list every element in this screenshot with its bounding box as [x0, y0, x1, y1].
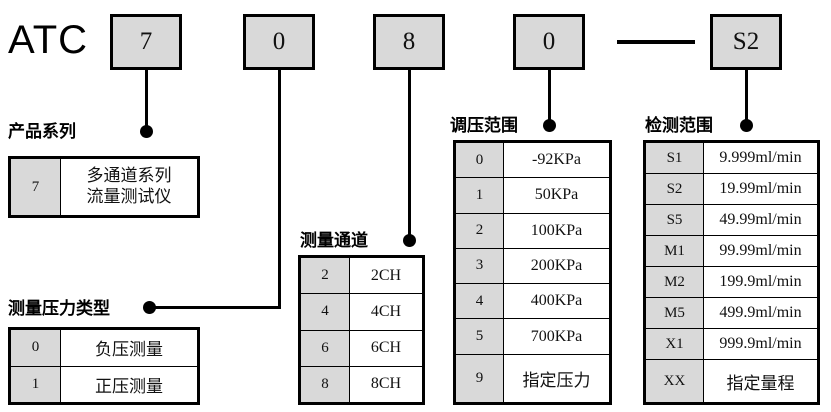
channel-value-cell-3: 8CH	[349, 365, 423, 404]
channel-value-cell-2: 6CH	[349, 329, 423, 367]
detection-range-code-cell-7: XX	[645, 359, 704, 403]
table-row: M1 99.99ml/min	[645, 235, 818, 268]
pressure-range-code-cell-3: 3	[455, 247, 504, 285]
connector-detection-range-line	[745, 70, 748, 128]
table-row: 6 6CH	[300, 329, 423, 367]
pressure-range-value-cell-5: 700KPa	[503, 318, 610, 355]
table-row: 2 100KPa	[455, 212, 610, 249]
table-row: 0 -92KPa	[455, 141, 610, 179]
connector-pressure-type-dot	[143, 301, 156, 314]
table-row: XX 指定量程	[645, 359, 818, 403]
code-box-channel: 8	[373, 14, 445, 70]
caption-channels: 测量通道	[300, 231, 368, 250]
channel-code-cell-0: 2	[300, 256, 350, 295]
caption-detection-range: 检测范围	[645, 116, 713, 135]
table-row: S1 9.999ml/min	[645, 141, 818, 175]
detection-range-code-cell-0: S1	[645, 141, 704, 175]
connector-series-line	[145, 70, 148, 132]
table-channels: 2 2CH 4 4CH 6 6CH 8 8CH	[298, 255, 425, 405]
pressure-range-value-cell-0: -92KPa	[503, 141, 610, 179]
detection-range-code-cell-1: S2	[645, 173, 704, 206]
table-row: 2 2CH	[300, 256, 423, 295]
detection-range-value-cell-5: 499.9ml/min	[703, 297, 818, 330]
table-row: M5 499.9ml/min	[645, 297, 818, 330]
table-detection-range: S1 9.999ml/min S2 19.99ml/min S5 49.99ml…	[643, 140, 820, 405]
pressure-range-code-cell-4: 4	[455, 283, 504, 320]
detection-range-value-cell-4: 199.9ml/min	[703, 266, 818, 299]
table-row: M2 199.9ml/min	[645, 266, 818, 299]
caption-series: 产品系列	[8, 122, 76, 141]
code-box-pressure-range: 0	[513, 14, 585, 70]
pressure-range-value-cell-4: 400KPa	[503, 283, 610, 320]
table-row: 9 指定压力	[455, 353, 610, 404]
table-row: 1 50KPa	[455, 177, 610, 214]
table-row: S2 19.99ml/min	[645, 173, 818, 206]
pressure-type-code-cell-1: 1	[10, 365, 61, 403]
connector-pressure-range-dot	[543, 119, 556, 132]
connector-channels-dot	[403, 234, 416, 247]
series-value-cell: 多通道系列 流量测试仪	[60, 158, 198, 216]
pressure-range-value-cell-3: 200KPa	[503, 247, 610, 285]
channel-code-cell-3: 8	[300, 365, 350, 404]
connector-series-dot	[140, 125, 153, 138]
code-box-series: 7	[110, 14, 182, 70]
connector-pressure-type-vline	[278, 70, 281, 309]
table-series: 7 多通道系列 流量测试仪	[8, 156, 200, 218]
detection-range-code-cell-5: M5	[645, 297, 704, 330]
table-row: S5 49.99ml/min	[645, 204, 818, 237]
table-row: 4 400KPa	[455, 283, 610, 320]
channel-code-cell-2: 6	[300, 329, 350, 367]
detection-range-value-cell-1: 19.99ml/min	[703, 173, 818, 206]
detection-range-code-cell-3: M1	[645, 235, 704, 268]
channel-code-cell-1: 4	[300, 293, 350, 331]
table-row: 1 正压测量	[10, 365, 198, 403]
detection-range-value-cell-3: 99.99ml/min	[703, 235, 818, 268]
table-row: 5 700KPa	[455, 318, 610, 355]
channel-value-cell-0: 2CH	[349, 256, 423, 295]
pressure-range-code-cell-5: 5	[455, 318, 504, 355]
code-box-detection-range: S2	[710, 14, 782, 70]
channel-value-cell-1: 4CH	[349, 293, 423, 331]
brand-label: ATC	[8, 18, 89, 62]
table-row: 0 负压测量	[10, 329, 198, 367]
table-row: 4 4CH	[300, 293, 423, 331]
table-row: 7 多通道系列 流量测试仪	[10, 158, 198, 216]
pressure-range-value-cell-2: 100KPa	[503, 212, 610, 249]
caption-pressure-range: 调压范围	[450, 116, 518, 135]
detection-range-code-cell-6: X1	[645, 328, 704, 361]
connector-detection-range-dot	[740, 119, 753, 132]
detection-range-code-cell-4: M2	[645, 266, 704, 299]
connector-channels-line	[408, 70, 411, 243]
pressure-type-value-cell-1: 正压测量	[60, 365, 198, 403]
detection-range-value-cell-2: 49.99ml/min	[703, 204, 818, 237]
connector-pressure-type-hline	[148, 306, 281, 309]
caption-pressure-type: 测量压力类型	[8, 299, 110, 318]
pressure-range-code-cell-0: 0	[455, 141, 504, 179]
pressure-range-code-cell-1: 1	[455, 177, 504, 214]
series-code-cell: 7	[10, 158, 61, 216]
table-pressure-type: 0 负压测量 1 正压测量	[8, 327, 200, 405]
table-row: 3 200KPa	[455, 247, 610, 285]
table-row: X1 999.9ml/min	[645, 328, 818, 361]
pressure-type-code-cell-0: 0	[10, 329, 61, 367]
connector-pressure-range-line	[548, 70, 551, 128]
pressure-type-value-cell-0: 负压测量	[60, 329, 198, 367]
pressure-range-code-cell-2: 2	[455, 212, 504, 249]
code-box-pressure-type: 0	[243, 14, 315, 70]
pressure-range-code-cell-6: 9	[455, 353, 504, 404]
pressure-range-value-cell-1: 50KPa	[503, 177, 610, 214]
detection-range-value-cell-6: 999.9ml/min	[703, 328, 818, 361]
table-pressure-range: 0 -92KPa 1 50KPa 2 100KPa 3 200KPa 4 400…	[453, 140, 612, 405]
detection-range-code-cell-2: S5	[645, 204, 704, 237]
detection-range-value-cell-0: 9.999ml/min	[703, 141, 818, 175]
series-value-line1: 多通道系列 流量测试仪	[86, 166, 172, 207]
detection-range-value-cell-7: 指定量程	[703, 359, 818, 403]
pressure-range-value-cell-6: 指定压力	[503, 353, 610, 404]
table-row: 8 8CH	[300, 365, 423, 404]
code-separator-dash	[617, 40, 695, 44]
